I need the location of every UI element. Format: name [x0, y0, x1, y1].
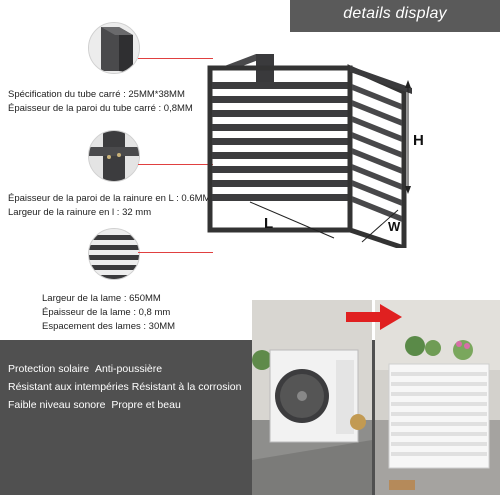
feature-sun-protection: Protection solaire [8, 363, 90, 375]
product-cover-illustration [207, 54, 412, 248]
dimension-width-label: W [388, 219, 401, 234]
photo-ac-unit-before [252, 300, 372, 495]
feature-line-1: Protection solaire Anti-poussière [8, 363, 162, 375]
detail-blade-circle [88, 228, 140, 280]
spec-blade-spacing: Espacement des lames : 30MM [42, 321, 176, 332]
feature-corrosion-resistant: Résistant à la corrosion [131, 381, 242, 393]
feature-clean-beautiful: Propre et beau [111, 399, 181, 411]
spec-blade-width: Largeur de la lame : 650MM [42, 293, 161, 304]
header-banner: details display [290, 0, 500, 32]
spec-groove-wall: Épaisseur de la paroi de la rainure en L… [8, 193, 211, 204]
spec-tube-size: Spécification du tube carré : 25MM*38MM [8, 89, 185, 100]
feature-line-2: Résistant aux intempéries Résistant à la… [8, 381, 241, 393]
detail-tube-circle [88, 22, 140, 74]
leader-line-blade [138, 252, 213, 253]
feature-weather-resistant: Résistant aux intempéries [8, 381, 129, 393]
detail-groove-circle [88, 130, 140, 182]
arrow-right-icon [346, 304, 402, 330]
dimension-length-label: L [264, 215, 274, 232]
dimension-lines [249, 80, 411, 243]
spec-blade-thickness: Épaisseur de la lame : 0,8 mm [42, 307, 171, 318]
spec-groove-width: Largeur de la rainure en l : 32 mm [8, 207, 152, 218]
leader-line-tube [138, 58, 213, 59]
header-title: details display [343, 5, 447, 22]
feature-dustproof: Anti-poussière [94, 363, 163, 375]
photo-ac-unit-after [375, 300, 500, 495]
leader-line-groove [138, 164, 213, 165]
dimension-height-label: H [413, 132, 424, 149]
spec-tube-wall: Épaisseur de la paroi du tube carré : 0,… [8, 103, 193, 114]
feature-line-3: Faible niveau sonore Propre et beau [8, 399, 181, 411]
feature-low-noise: Faible niveau sonore [8, 399, 106, 411]
